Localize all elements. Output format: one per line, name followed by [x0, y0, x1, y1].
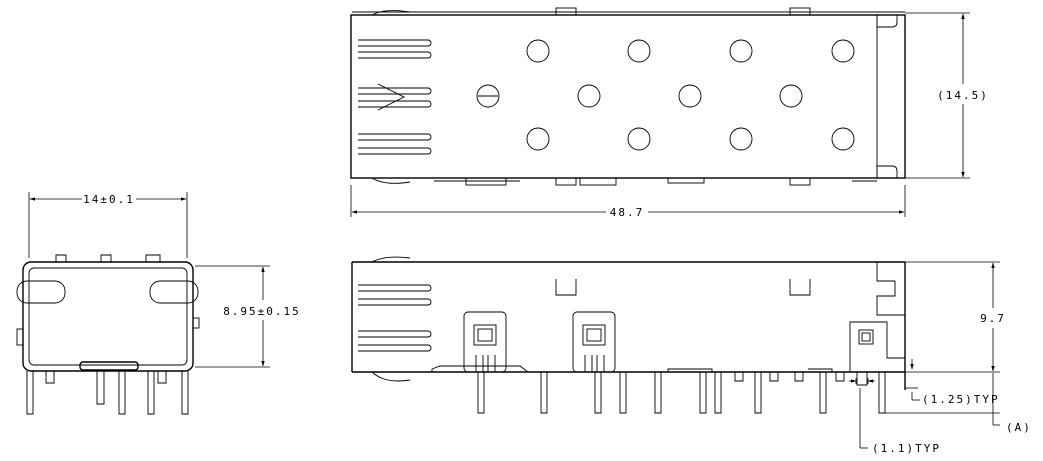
- latch-slots: [358, 39, 432, 155]
- front-height-dimension-label: 8.95±0.15: [223, 305, 301, 318]
- press-fit-clip: [572, 311, 616, 414]
- side-height-dimension-label: 9.7: [980, 312, 1006, 325]
- vent-holes: [476, 39, 855, 151]
- vent-hole: [627, 127, 651, 151]
- vent-hole: [678, 84, 702, 108]
- vent-hole: [729, 39, 753, 63]
- vent-hole: [831, 127, 855, 151]
- reference-dimension-label: (A): [1006, 421, 1032, 434]
- pins: [26, 371, 189, 415]
- front-view: 14±0.1 8.95±0.15: [16, 192, 301, 415]
- latch-left: [16, 280, 66, 304]
- pins: [431, 365, 886, 414]
- press-fit-clip: [463, 311, 507, 414]
- latch-right: [149, 280, 199, 304]
- vent-hole: [577, 84, 601, 108]
- front-width-dimension-label: 14±0.1: [83, 193, 135, 206]
- vent-hole: [526, 39, 550, 63]
- vent-hole: [526, 127, 550, 151]
- vent-hole: [729, 127, 753, 151]
- width-dimension-label: (14.5): [937, 89, 989, 102]
- front-view-outline: [22, 261, 194, 372]
- pin-offset-dimension-label: (1.25)TYP: [922, 393, 1000, 406]
- vent-hole: [831, 39, 855, 63]
- vent-hole: [476, 84, 500, 108]
- top-view-outline: [350, 14, 906, 179]
- pin-width-dimension-label: (1.1)TYP: [872, 442, 941, 455]
- side-view: 9.7 (1.25)TYP (A) (1.1)TYP: [351, 256, 1032, 455]
- vent-hole: [627, 39, 651, 63]
- length-dimension-label: 48.7: [610, 206, 645, 219]
- top-view: 48.7 (14.5): [350, 7, 989, 219]
- vent-hole: [779, 84, 803, 108]
